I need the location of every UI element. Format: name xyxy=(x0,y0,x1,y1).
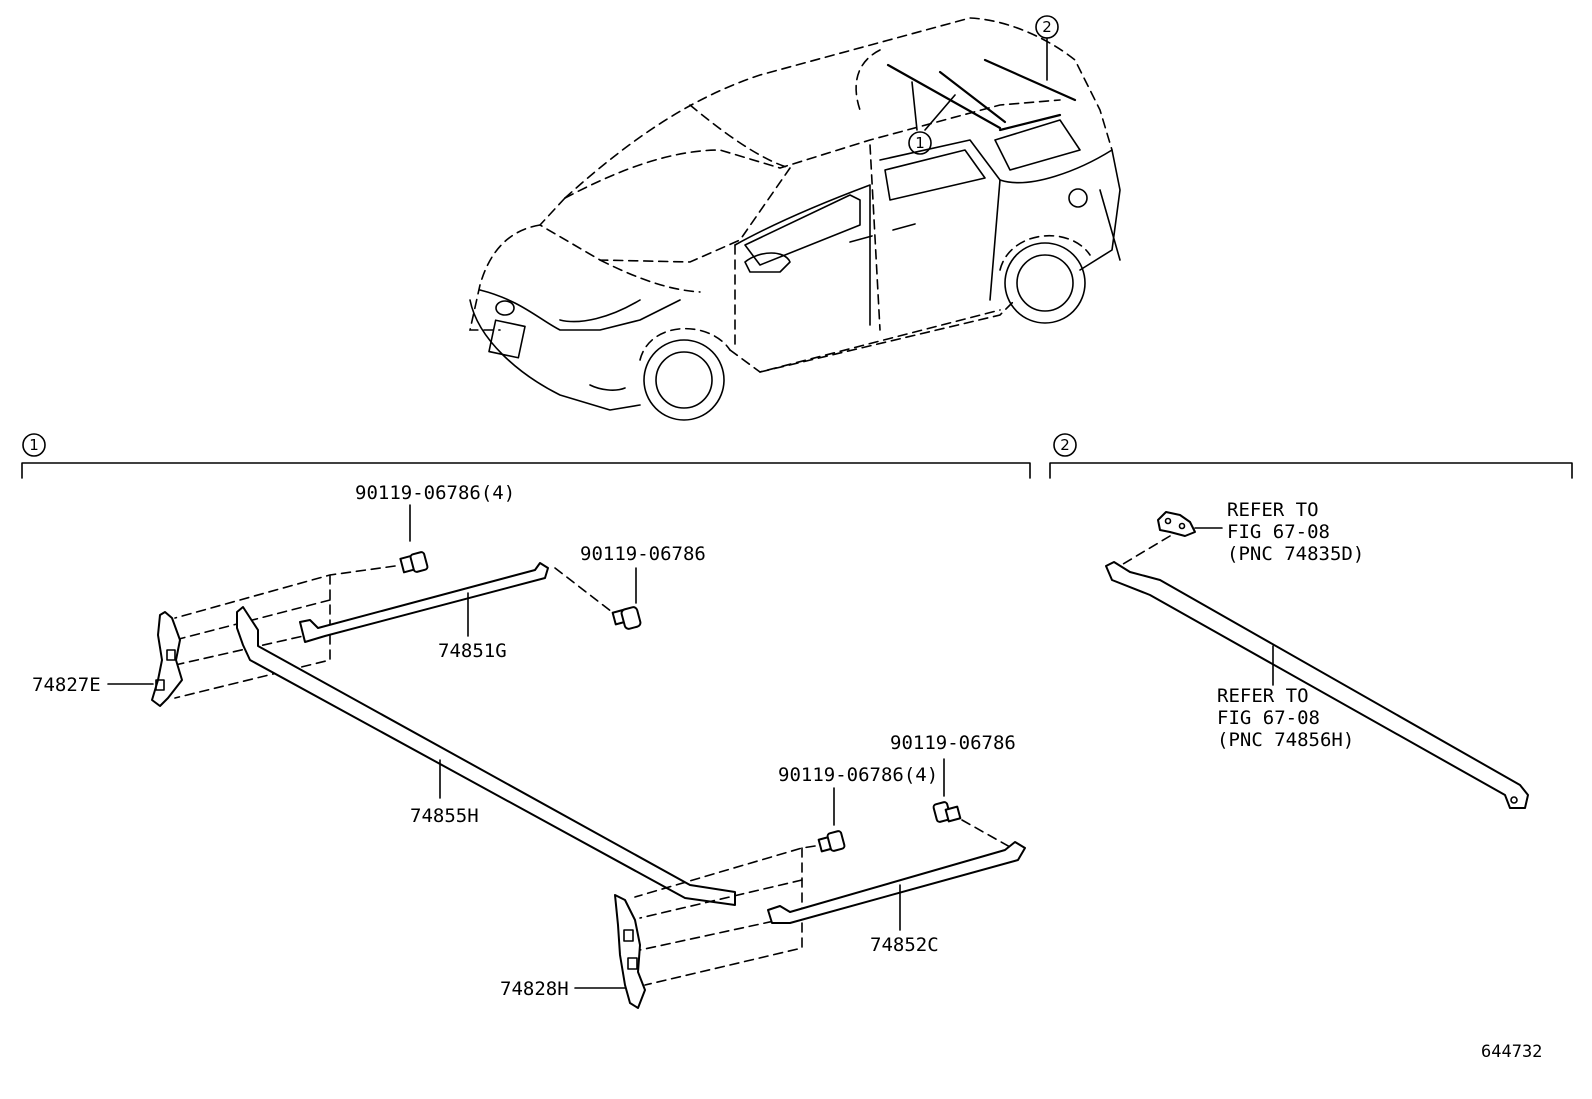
label-bolt-top-a: 90119-06786(4) xyxy=(355,482,515,504)
section-2-bracket xyxy=(1049,462,1573,479)
part-74855h-rail xyxy=(236,606,736,906)
label-bolt-top-b: 90119-06786 xyxy=(580,543,706,565)
part-74856h-rail xyxy=(1105,561,1529,809)
part-74828h-bracket xyxy=(574,894,646,1009)
bolt-90119-06786-bottom xyxy=(932,758,962,823)
bolt-90119-06786-4-top xyxy=(399,504,429,574)
refer-top-line1: REFER TO xyxy=(1227,499,1319,521)
refer-bot-line2: FIG 67-08 xyxy=(1217,707,1320,729)
label-74828h: 74828H xyxy=(500,978,569,1000)
part-74827e-bracket xyxy=(107,611,183,707)
refer-top-line3: (PNC 74835D) xyxy=(1227,543,1364,565)
part-74852c-rail xyxy=(767,841,1026,931)
refer-bot-line3: (PNC 74856H) xyxy=(1217,729,1354,751)
callout-2-number: 2 xyxy=(1042,18,1052,36)
callout-2-circle xyxy=(1035,15,1059,39)
section-2-header: 2 xyxy=(1049,433,1573,479)
part-74851g-rail xyxy=(299,562,549,643)
label-74827e: 74827E xyxy=(32,674,101,696)
part-74835d-bracket xyxy=(1157,511,1223,537)
vehicle-illustration: 1 2 xyxy=(469,15,1121,421)
section-1-number: 1 xyxy=(29,436,39,454)
figure-id: 644732 xyxy=(1481,1042,1542,1062)
refer-bot-line1: REFER TO xyxy=(1217,685,1309,707)
bolt-90119-06786-4-bottom xyxy=(817,787,846,853)
label-bolt-bot-a: 90119-06786(4) xyxy=(778,764,938,786)
refer-top-line2: FIG 67-08 xyxy=(1227,521,1330,543)
callout-1-circle xyxy=(908,131,932,155)
section-2-number: 2 xyxy=(1060,436,1070,454)
label-74855h: 74855H xyxy=(410,805,479,827)
label-bolt-bot-b: 90119-06786 xyxy=(890,732,1016,754)
section-1-header: 1 xyxy=(21,433,1031,479)
label-74851g: 74851G xyxy=(438,640,507,662)
bolt-90119-06786-top xyxy=(611,567,642,630)
callout-1-number: 1 xyxy=(915,134,925,152)
label-74852c: 74852C xyxy=(870,934,939,956)
section-1-bracket xyxy=(21,462,1031,479)
